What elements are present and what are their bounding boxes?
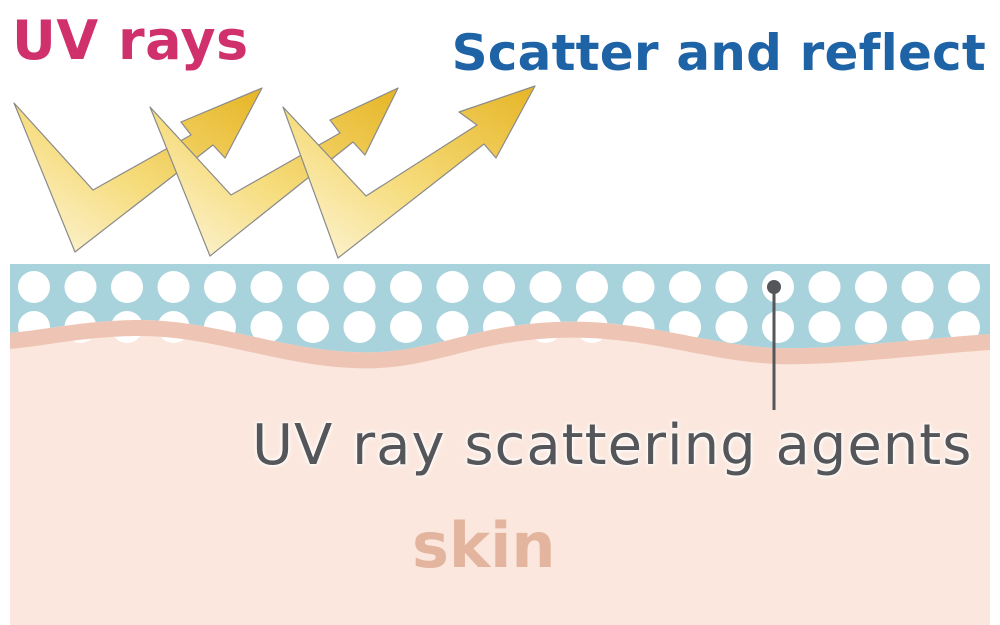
particle [669,271,701,303]
particle [157,271,190,303]
skin-label: skin [412,509,556,582]
particle [297,271,329,303]
particle [18,271,50,303]
scatter-reflect-title: Scatter and reflect [451,24,986,82]
particle [250,271,283,303]
particle [901,271,934,303]
particle [390,271,422,303]
particle [64,271,97,303]
particle [343,271,376,303]
skin-area [10,330,990,625]
uv-ray-arrow-2 [149,87,399,257]
particle [390,311,422,343]
particle [576,271,608,303]
particle [436,311,469,343]
uv-ray-arrow-1 [13,87,263,253]
particle [204,271,236,303]
particle [901,311,934,343]
particle [250,311,283,343]
scattering-agents-label: UV ray scattering agents [252,413,973,478]
particle [948,311,980,343]
pointer-dot [767,280,781,294]
uv-ray-arrows [13,85,536,259]
particle [297,311,329,343]
uv-rays-title: UV rays [12,9,249,72]
particle [715,271,748,303]
particle [483,271,515,303]
particle [808,271,841,303]
scattering-particles [18,271,980,343]
uv-ray-arrow-3 [282,85,536,259]
skin-surface-edge [10,320,990,369]
particle [622,271,655,303]
particle [343,311,376,343]
particle [436,271,469,303]
particle [855,311,887,343]
particle [762,311,794,343]
particle [529,271,562,303]
particle [855,271,887,303]
particle [715,311,748,343]
particle [111,271,143,303]
particle [948,271,980,303]
particle [808,311,841,343]
